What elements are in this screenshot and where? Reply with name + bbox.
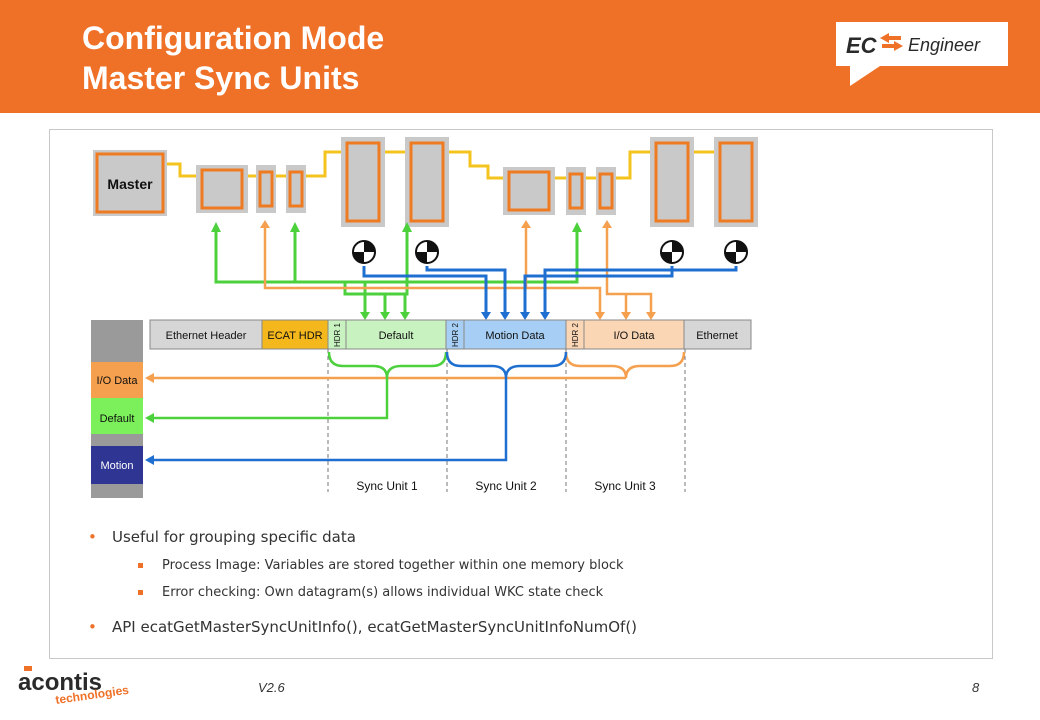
motion-return-arrowhead: [145, 455, 154, 465]
sync-unit-2-label: Sync Unit 2: [475, 479, 537, 493]
ethercat-cables: [166, 150, 716, 180]
io-mapping-lines: [263, 226, 653, 318]
slave-module: [196, 165, 248, 213]
drive-module: [405, 137, 449, 227]
sync-unit-1-label: Sync Unit 1: [356, 479, 418, 493]
frame-default: Default: [379, 330, 414, 342]
acontis-logo: acontis technologies: [18, 666, 130, 707]
motor-icon: [724, 240, 748, 264]
green-return-path: [150, 351, 448, 420]
bullet-dot-icon: •: [88, 528, 97, 546]
ec-engineer-logo: EC Engineer: [836, 22, 1008, 86]
io-return-arrowhead: [145, 373, 154, 383]
drive-module: [341, 137, 385, 227]
master-device: Master: [93, 150, 167, 216]
motor-icon: [660, 240, 684, 264]
frame-motion-data: Motion Data: [485, 330, 545, 342]
slave-module: [566, 167, 586, 215]
motor-icon: [415, 240, 439, 264]
default-mapping-lines: [214, 230, 579, 318]
frame-hdr2a: HDR 2: [451, 322, 460, 347]
pi-default: Default: [100, 413, 135, 425]
sub-bullet-text: Process Image: Variables are stored toge…: [162, 558, 624, 573]
slave-module: [286, 165, 306, 213]
sync-unit-separators: [327, 349, 686, 492]
motion-arrowheads: [481, 312, 550, 320]
frame-ethernet: Ethernet: [696, 330, 738, 342]
logo-ec-text: EC: [846, 33, 878, 58]
logo-engineer-text: Engineer: [908, 35, 981, 55]
pi-motion: Motion: [100, 460, 133, 472]
ethercat-frame: Ethernet Header ECAT HDR HDR 1 Default H…: [149, 319, 752, 350]
process-image: I/O Data Default Motion: [91, 320, 143, 498]
frame-hdr1: HDR 1: [333, 322, 342, 347]
content-panel: [49, 129, 993, 659]
drive-module: [650, 137, 694, 227]
title-line-2: Master Sync Units: [82, 60, 360, 96]
acontis-word: acontis: [18, 669, 102, 696]
motor-icon: [352, 240, 376, 264]
title-line-1: Configuration Mode: [82, 20, 385, 56]
square-bullet-icon: [138, 563, 143, 568]
io-arrowheads: [260, 220, 656, 320]
frame-hdr2b: HDR 2: [571, 322, 580, 347]
default-arrowheads: [211, 222, 582, 320]
motion-mapping-lines: [362, 266, 738, 318]
pi-io-data: I/O Data: [97, 375, 139, 387]
arrows-icon: [880, 33, 903, 51]
sub-bullet-text: Error checking: Own datagram(s) allows i…: [162, 585, 604, 600]
sync-unit-3-label: Sync Unit 3: [594, 479, 656, 493]
slave-module: [503, 167, 555, 215]
frame-io-data: I/O Data: [614, 330, 656, 342]
drive-module: [714, 137, 758, 227]
page-number: 8: [972, 680, 980, 695]
bullet-text: Useful for grouping specific data: [112, 528, 356, 546]
frame-ecat-hdr: ECAT HDR: [267, 330, 322, 342]
bullet-dot-icon: •: [88, 618, 97, 636]
version-label: V2.6: [258, 680, 285, 695]
default-return-arrowhead: [145, 413, 154, 423]
frame-ethernet-header: Ethernet Header: [166, 330, 247, 342]
slave-module: [596, 167, 616, 215]
blue-return-path: [150, 351, 568, 462]
master-label: Master: [107, 176, 153, 192]
slave-module: [256, 165, 276, 213]
square-bullet-icon: [138, 590, 143, 595]
page-title: Configuration Mode Master Sync Units: [82, 18, 384, 98]
bullet-text: API ecatGetMasterSyncUnitInfo(), ecatGet…: [112, 618, 638, 636]
